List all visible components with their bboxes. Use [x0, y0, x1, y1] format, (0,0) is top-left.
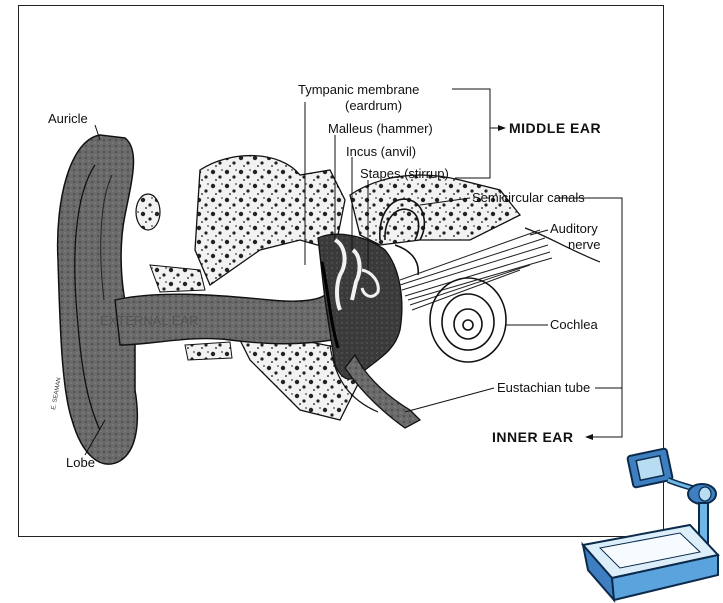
bone-fragment: [185, 342, 232, 360]
external-ear-label: EXTERNAL EAR: [100, 313, 199, 328]
cochlea-label: Cochlea: [550, 317, 598, 332]
cartilage-shape: [136, 194, 160, 230]
bone-fragment: [150, 265, 205, 292]
auditory-nerve-shape: [400, 230, 552, 310]
semicircular-canals-label: Semicircular canals: [472, 190, 585, 205]
middle-ear-label: MIDDLE EAR: [509, 120, 601, 136]
nerve-label: nerve: [568, 237, 601, 252]
cochlea-shape: [430, 278, 506, 362]
eustachian-tube-label: Eustachian tube: [497, 380, 590, 395]
eardrum-label: (eardrum): [345, 98, 402, 113]
overhead-projector-icon: [583, 448, 718, 600]
stapes-label: Stapes (stirrup): [360, 166, 449, 181]
auricle-label: Auricle: [48, 111, 88, 126]
eustachian-tube-shape: [345, 355, 420, 428]
lobe-label: Lobe: [66, 455, 95, 470]
auditory-label: Auditory: [550, 221, 598, 236]
malleus-label: Malleus (hammer): [328, 121, 433, 136]
incus-label: Incus (anvil): [346, 144, 416, 159]
tympanic-membrane-label: Tympanic membrane: [298, 82, 419, 97]
artist-signature: E. SEAMAN: [51, 377, 63, 410]
inner-ear-label: INNER EAR: [492, 429, 574, 445]
temporal-bone-inner: [350, 175, 520, 245]
